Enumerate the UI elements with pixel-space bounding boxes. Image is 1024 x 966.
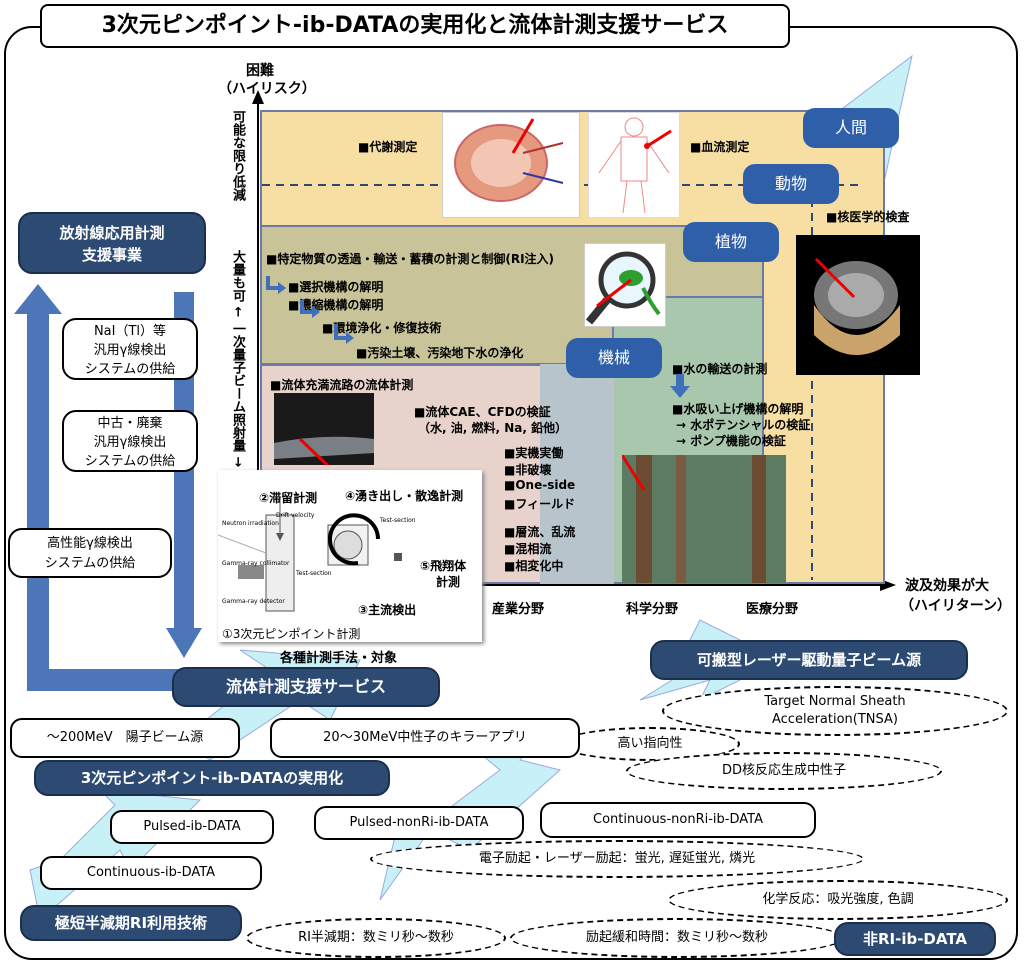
x-axis-label-1: 波及効果が大 [905, 578, 989, 594]
plant-step-arrows [266, 276, 354, 344]
y-axis-vertical-top: 可能な限り低減 [230, 110, 245, 201]
pulsed-ib-data: Pulsed-ib-DATA [110, 810, 274, 844]
dd-neutron-ellipse: DD核反応生成中性子 [626, 752, 942, 790]
nai-line-2: 汎用γ線検出 [93, 343, 167, 358]
machine-char-1: ■実機実働 [504, 446, 564, 460]
diagram-label-collimator: Gamma-ray collimator [222, 560, 290, 567]
plant-line-3: ■濃縮機構の解明 [288, 298, 384, 312]
tnsa-line-2: Acceleration(TNSA) [772, 712, 898, 727]
method-1-label: ①3次元ピンポイント計測 [222, 627, 361, 641]
used-line-1: 中古・廃棄 [97, 416, 163, 431]
y-axis-label-1: 困難 [246, 63, 274, 79]
water-down-arrow [670, 374, 690, 398]
used-system-box: 中古・廃棄 汎用γ線検出 システムの供給 [62, 410, 198, 472]
magnifier-plant-image [584, 243, 666, 327]
left-up-arrowhead [14, 284, 62, 314]
radiation-support-line-2: 支援事業 [81, 246, 142, 264]
continuous-nonri-ib-data: Continuous-nonRi-ib-DATA [540, 802, 816, 838]
method-2-label: ②滞留計測 [259, 491, 318, 505]
page-title: 3次元ピンポイント-ib-DATAの実用化と流体計測支援サービス [40, 4, 790, 48]
machine-char-5: ■層流、乱流 [504, 525, 576, 539]
nai-line-1: NaI（Tl）等 [93, 324, 167, 339]
machine-flow-label: ■流体充満流路の流体計測 [270, 378, 414, 392]
plant-line-5: ■汚染土壌、汚染地下水の浄化 [356, 346, 524, 360]
plant-line-2: ■選択機構の解明 [288, 280, 384, 294]
machine-char-2: ■非破壊 [504, 463, 552, 477]
y-axis-vertical-mid: 大量も可 ← 一次量子ビーム照射量 → [230, 250, 245, 468]
label-blood-flow: ■血流測定 [690, 140, 750, 154]
radiation-support-business: 放射線応用計測 支援事業 [18, 212, 206, 274]
method-caption: 各種計測手法・対象 [280, 651, 398, 666]
non-ri-ib-data: 非RI-ib-DATA [834, 922, 996, 956]
measurement-schematic [218, 497, 402, 612]
water-line-2: ■水吸い上げ機構の解明 [672, 402, 804, 416]
x-cat-industry: 産業分野 [492, 602, 545, 617]
diagram-label-neutron: Neutron irradiation [222, 520, 279, 527]
method-5-label-a: ⑤飛翔体 [420, 559, 467, 573]
radiation-support-line-1: 放射線応用計測 [59, 224, 165, 242]
y-axis-arrowhead [252, 90, 264, 104]
machine-char-3: ■One-side [504, 478, 576, 492]
label-nuclear-medicine: ■核医学的検査 [826, 210, 910, 224]
machine-char-4: ■フィールド [504, 497, 576, 511]
hp-line-1: 高性能γ線検出 [47, 536, 133, 551]
tnsa-line-1: Target Normal Sheath [764, 694, 906, 709]
pinpoint-practical-use: 3次元ピンポイント-ib-DATAの実用化 [34, 760, 390, 796]
category-human: 人間 [803, 108, 899, 148]
machine-cfd-label-2: （水, 油, 燃料, Na, 鉛他） [418, 421, 568, 435]
diagram-label-test2: Test-section [380, 517, 416, 524]
diagram-label-test: Test-section [296, 570, 332, 577]
x-axis-label-2: （ハイリターン） [900, 598, 1012, 614]
diagram-label-detector: Gamma-ray detector [222, 598, 285, 605]
x-cat-medical: 医療分野 [746, 602, 799, 617]
method-4-label: ④湧き出し・散逸計測 [345, 489, 464, 503]
forest-image [620, 454, 786, 583]
flow-measurement-service: 流体計測支援サービス [172, 667, 440, 707]
used-line-2: 汎用γ線検出 [93, 435, 167, 450]
machine-cfd-label-1: ■流体CAE、CFDの検証 [414, 405, 551, 419]
ri-half-life-ellipse: RI半減期：数ミリ秒～数秒 [246, 918, 506, 958]
water-line-3: → 水ポテンシャルの検証 [676, 418, 811, 432]
short-half-life-ri-tech: 極短半減期RI利用技術 [20, 905, 242, 941]
neutron-killer-app: 20～30MeV中性子のキラーアプリ [270, 718, 580, 758]
hp-line-2: システムの供給 [44, 556, 136, 571]
relaxation-time-ellipse: 励起緩和時間：数ミリ秒～数秒 [510, 918, 844, 958]
method-5-label-b: 計測 [436, 575, 461, 589]
machine-char-6: ■混相流 [504, 542, 552, 556]
circulatory-image [588, 112, 680, 218]
left-down-arrowhead [166, 628, 202, 658]
continuous-ib-data: Continuous-ib-DATA [40, 856, 262, 890]
category-plant: 植物 [683, 222, 779, 262]
plant-line-4: ■環境浄化・修復技術 [322, 321, 442, 335]
region-gray [540, 364, 614, 584]
label-metabolism: ■代謝測定 [358, 140, 418, 154]
diagram-label-drift: Drift velocity [276, 512, 315, 519]
high-performance-system-box: 高性能γ線検出 システムの供給 [8, 528, 172, 578]
pulsed-nonri-ib-data: Pulsed-nonRi-ib-DATA [314, 806, 524, 840]
chemical-reaction-ellipse: 化学反応：吸光強度, 色調 [668, 880, 1008, 920]
y-axis-label-2: （ハイリスク） [218, 81, 316, 97]
category-machine: 機械 [566, 338, 662, 378]
nai-system-box: NaI（Tl）等 汎用γ線検出 システムの供給 [62, 318, 198, 380]
x-cat-science: 科学分野 [626, 602, 679, 617]
machine-char-7: ■相変化中 [504, 559, 564, 573]
electron-excitation-ellipse: 電子励起・レーザー励起：蛍光, 遅延蛍光, 燐光 [370, 840, 864, 878]
flow-channel-image [274, 393, 374, 485]
brain-scan-image [796, 235, 920, 375]
proton-beam-source: ～200MeV 陽子ビーム源 [10, 718, 240, 758]
tnsa-ellipse: Target Normal Sheath Acceleration(TNSA) [662, 686, 1008, 736]
water-line-4: → ポンプ機能の検証 [676, 434, 786, 448]
category-animal: 動物 [743, 164, 839, 204]
laser-beam-source: 可搬型レーザー駆動量子ビーム源 [650, 640, 968, 680]
kidney-image [442, 112, 580, 218]
used-line-3: システムの供給 [84, 454, 176, 469]
method-3-label: ③主流検出 [358, 603, 417, 617]
water-line-1: ■水の輸送の計測 [672, 362, 768, 376]
nai-line-3: システムの供給 [84, 362, 176, 377]
plant-line-1: ■特定物質の透過・輸送・蓄積の計測と制御(RI注入) [266, 252, 555, 266]
